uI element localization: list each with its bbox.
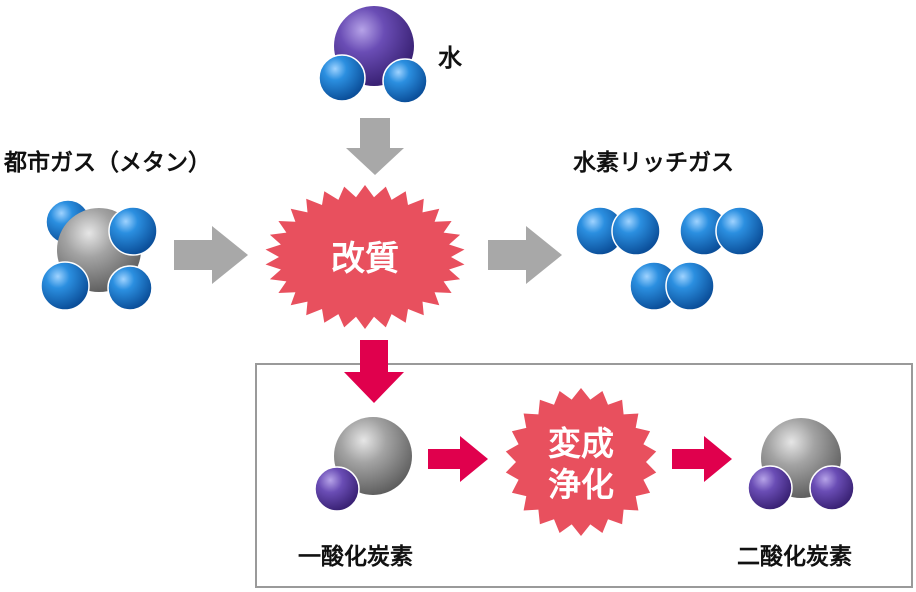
shift-section-box bbox=[255, 363, 913, 588]
shift-purification-burst bbox=[505, 388, 657, 536]
water-molecule bbox=[318, 6, 428, 104]
co-molecule bbox=[314, 417, 412, 512]
arrow-methane-right bbox=[174, 226, 248, 284]
hydrogen-molecule-1 bbox=[575, 206, 661, 256]
co2-molecule bbox=[747, 418, 855, 511]
reforming-burst bbox=[265, 185, 465, 329]
co-label: 一酸化炭素 bbox=[298, 544, 413, 570]
shift-label-line2: 浄化 bbox=[548, 465, 614, 504]
arrow-shift-right bbox=[672, 436, 732, 482]
arrow-water-down bbox=[346, 118, 404, 175]
reforming-label: 改質 bbox=[331, 239, 399, 279]
city-gas-label: 都市ガス（メタン） bbox=[4, 150, 211, 176]
water-label: 水 bbox=[438, 44, 462, 72]
arrow-reform-down bbox=[344, 340, 404, 403]
shift-label-line1: 変成 bbox=[548, 424, 614, 463]
arrow-reform-right bbox=[488, 226, 562, 284]
methane-molecule bbox=[40, 199, 158, 311]
co2-label: 二酸化炭素 bbox=[737, 544, 852, 570]
arrow-co-right bbox=[428, 436, 488, 482]
hydrogen-molecule-2 bbox=[679, 206, 765, 256]
hydrogen-molecule-3 bbox=[629, 261, 715, 311]
hydrogen-rich-gas-label: 水素リッチガス bbox=[573, 150, 734, 176]
